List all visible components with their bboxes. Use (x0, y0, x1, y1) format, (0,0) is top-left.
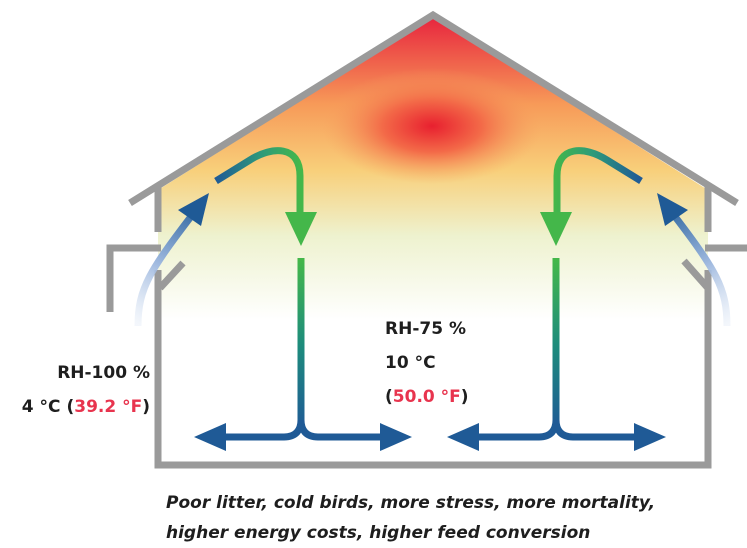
caption-line-1: Poor litter, cold birds, more stress, mo… (166, 493, 656, 513)
right-floor-split (473, 419, 638, 441)
inside-conditions-label: RH-75 % 10 °C (50.0 °F) (385, 312, 469, 414)
left-inlet-hood (106, 244, 161, 312)
outside-temperature: 4 °C (39.2 °F) (8, 390, 150, 424)
barn-interior-air (158, 17, 708, 465)
outside-rh: RH-100 % (57, 363, 150, 383)
left-floor-split (218, 419, 382, 441)
inside-temp-f-line: (50.0 °F) (385, 380, 469, 414)
outside-temp-c: 4 °C (21, 397, 61, 417)
floor-arrowhead-3 (447, 423, 479, 451)
caption: Poor litter, cold birds, more stress, mo… (166, 488, 706, 548)
down-arrowhead-left (285, 212, 317, 246)
inlet-arrowhead-right (657, 193, 688, 226)
outside-temp-f: 39.2 °F (74, 397, 143, 417)
inside-rh: RH-75 % (385, 319, 466, 339)
down-arrowhead-right (540, 212, 572, 246)
hot-air-pocket (322, 68, 542, 184)
roof-line (128, 10, 739, 206)
inlet-arrow-left (134, 207, 199, 327)
inlet-arrowhead-left (178, 193, 209, 226)
floor-arrowhead-1 (194, 423, 226, 451)
inside-temp-f: 50.0 °F (392, 387, 461, 407)
floor-arrowhead-4 (634, 423, 666, 451)
floor-air-arrows (218, 419, 638, 441)
inlet-arrow-right (667, 207, 731, 327)
right-inlet-flap (681, 258, 710, 290)
outside-conditions-label: RH-100 % 4 °C (39.2 °F) (8, 356, 150, 424)
left-inlet-flap (157, 260, 186, 291)
left-wall-lower (154, 270, 712, 469)
inside-temp-c: 10 °C (385, 353, 436, 373)
caption-line-2: higher energy costs, higher feed convers… (166, 523, 591, 543)
outside-open-paren: ( (66, 397, 75, 417)
barn-structure (106, 10, 747, 469)
inside-open-paren: ( (385, 387, 393, 407)
outside-close-paren: ) (142, 397, 150, 417)
incoming-air-arrows (134, 207, 731, 327)
right-hook (553, 147, 643, 218)
floor-arrowhead-2 (380, 423, 412, 451)
circulation-arrows (214, 147, 643, 422)
left-hook (214, 147, 304, 218)
inside-close-paren: ) (460, 387, 469, 407)
